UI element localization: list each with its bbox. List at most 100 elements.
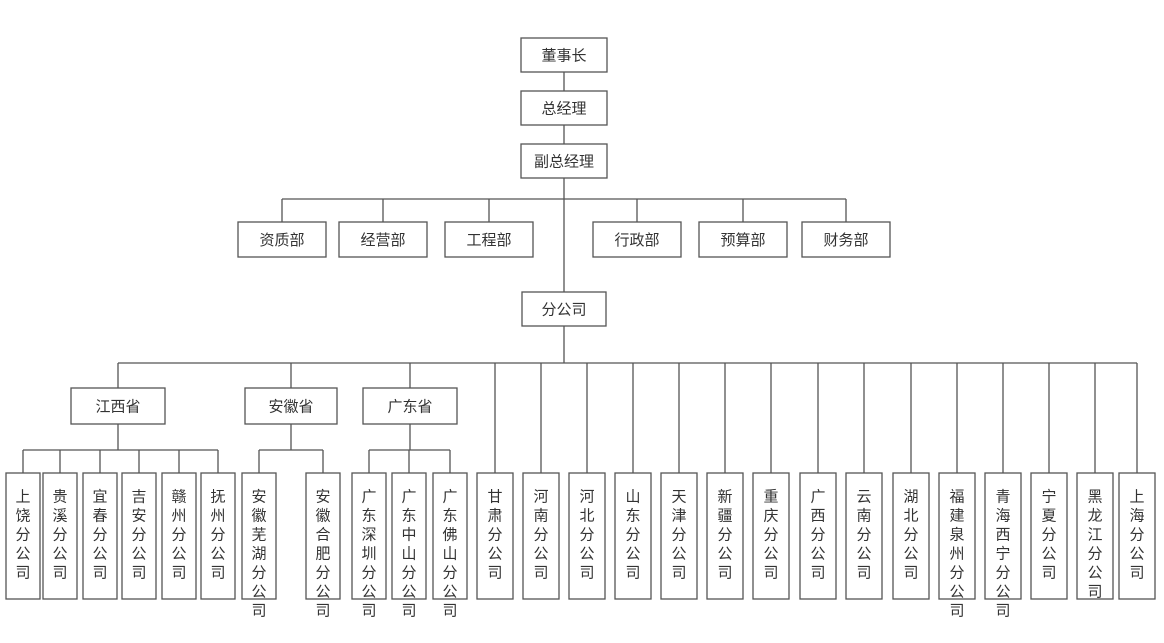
branch-office-node-box (706, 472, 744, 600)
branch-office-node-box (476, 472, 514, 600)
department-node-label: 行政部 (614, 231, 659, 249)
branch-office-node: 湖北分公司 (892, 472, 930, 600)
branch-office-node: 吉安分公司 (121, 472, 157, 600)
province-node: 广东省 (362, 387, 458, 425)
province-node-label: 江西省 (95, 398, 140, 416)
department-node: 经营部 (338, 221, 428, 258)
branch-office-node: 上海分公司 (1118, 472, 1156, 600)
branch-office-node: 安徽合肥分公司 (305, 472, 341, 620)
branch-office-node: 上饶分公司 (5, 472, 41, 600)
branch-office-node-label: 宁夏分公司 (1041, 488, 1056, 582)
department-node: 预算部 (698, 221, 788, 258)
department-node-label: 经营部 (360, 231, 405, 249)
chairman-node-box (520, 37, 608, 73)
branch-office-node-label: 宜春分公司 (92, 488, 107, 582)
branch-office-node-box (938, 472, 976, 600)
department-node-box (592, 221, 682, 258)
gm-node-label: 总经理 (541, 100, 586, 118)
branch-office-node: 青海西宁分公司 (984, 472, 1022, 620)
branch-office-node-label: 重庆分公司 (763, 488, 778, 582)
branch-office-node-label: 上饶分公司 (15, 488, 30, 582)
branch-office-node: 河南分公司 (522, 472, 560, 600)
branch-office-node-box (200, 472, 236, 600)
branch-office-node-label: 湖北分公司 (903, 488, 918, 582)
branch-office-node-label: 广西分公司 (810, 488, 825, 582)
branch-office-node-label: 广东深圳分公司 (361, 488, 376, 620)
branch-office-node-label: 天津分公司 (671, 488, 686, 582)
branch-office-node-box (660, 472, 698, 600)
branch-office-node: 天津分公司 (660, 472, 698, 600)
branch-office-node-label: 上海分公司 (1129, 488, 1144, 582)
province-node-label: 广东省 (387, 398, 432, 416)
branch-office-node: 广东中山分公司 (391, 472, 427, 620)
province-node-box (70, 387, 166, 425)
department-node-box (698, 221, 788, 258)
branch-office-node-box (351, 472, 387, 600)
branch-office-node-box (984, 472, 1022, 600)
province-node-label: 安徽省 (268, 398, 313, 416)
branch-office-node: 山东分公司 (614, 472, 652, 600)
branch-office-node-label: 福建泉州分公司 (949, 488, 964, 620)
department-node-label: 预算部 (720, 231, 765, 249)
department-node-box (444, 221, 534, 258)
department-node-label: 财务部 (823, 231, 868, 249)
gm-node-box (520, 90, 608, 126)
branch-office-node-box (614, 472, 652, 600)
department-node: 行政部 (592, 221, 682, 258)
branch-office-node-label: 河北分公司 (579, 488, 594, 582)
branch-office-node: 宁夏分公司 (1030, 472, 1068, 600)
branch-office-node: 云南分公司 (845, 472, 883, 600)
branch-office-node: 抚州分公司 (200, 472, 236, 600)
branch-node-box (521, 291, 607, 327)
branch-office-node: 安徽芜湖分公司 (241, 472, 277, 620)
branch-office-node-label: 河南分公司 (533, 488, 548, 582)
branch-office-node-box (752, 472, 790, 600)
chairman-node: 董事长 (520, 37, 608, 73)
chairman-node-label: 董事长 (541, 47, 586, 65)
department-node-box (801, 221, 891, 258)
department-node-label: 资质部 (259, 231, 304, 249)
branch-office-node-label: 贵溪分公司 (52, 488, 67, 582)
department-node: 财务部 (801, 221, 891, 258)
branch-office-node-label: 吉安分公司 (131, 488, 146, 582)
branch-office-node-box (121, 472, 157, 600)
branch-office-node-box (799, 472, 837, 600)
branch-office-node: 贵溪分公司 (42, 472, 78, 600)
branch-office-node-box (432, 472, 468, 600)
branch-office-node-label: 新疆分公司 (717, 488, 732, 582)
vgm-node-label: 副总经理 (534, 153, 594, 171)
branch-office-node-box (161, 472, 197, 600)
branch-office-node-label: 抚州分公司 (210, 488, 225, 582)
department-node: 工程部 (444, 221, 534, 258)
connector-lines (22, 72, 1138, 473)
branch-office-node: 福建泉州分公司 (938, 472, 976, 620)
branch-office-node-box (391, 472, 427, 600)
branch-office-node-box (241, 472, 277, 600)
branch-office-node-box (42, 472, 78, 600)
branch-office-node-label: 山东分公司 (625, 488, 640, 582)
province-node-box (244, 387, 338, 425)
branch-office-node: 甘肃分公司 (476, 472, 514, 600)
department-node-box (237, 221, 327, 258)
branch-office-node-label: 黑龙江分公司 (1087, 488, 1102, 601)
province-node-box (362, 387, 458, 425)
branch-office-node-box (892, 472, 930, 600)
branch-office-node-label: 甘肃分公司 (487, 488, 502, 582)
branch-office-node-box (305, 472, 341, 600)
department-node: 资质部 (237, 221, 327, 258)
branch-office-node-box (1118, 472, 1156, 600)
branch-node-label: 分公司 (541, 301, 586, 319)
branch-office-node: 黑龙江分公司 (1076, 472, 1114, 601)
branch-office-node: 广西分公司 (799, 472, 837, 600)
branch-office-node-box (1076, 472, 1114, 600)
vgm-node-box (520, 143, 608, 179)
branch-office-node: 重庆分公司 (752, 472, 790, 600)
branch-node: 分公司 (521, 291, 607, 327)
branch-office-node-label: 广东中山分公司 (401, 488, 416, 620)
province-node: 安徽省 (244, 387, 338, 425)
branch-office-node: 广东深圳分公司 (351, 472, 387, 620)
department-node-box (338, 221, 428, 258)
branch-office-node: 河北分公司 (568, 472, 606, 600)
